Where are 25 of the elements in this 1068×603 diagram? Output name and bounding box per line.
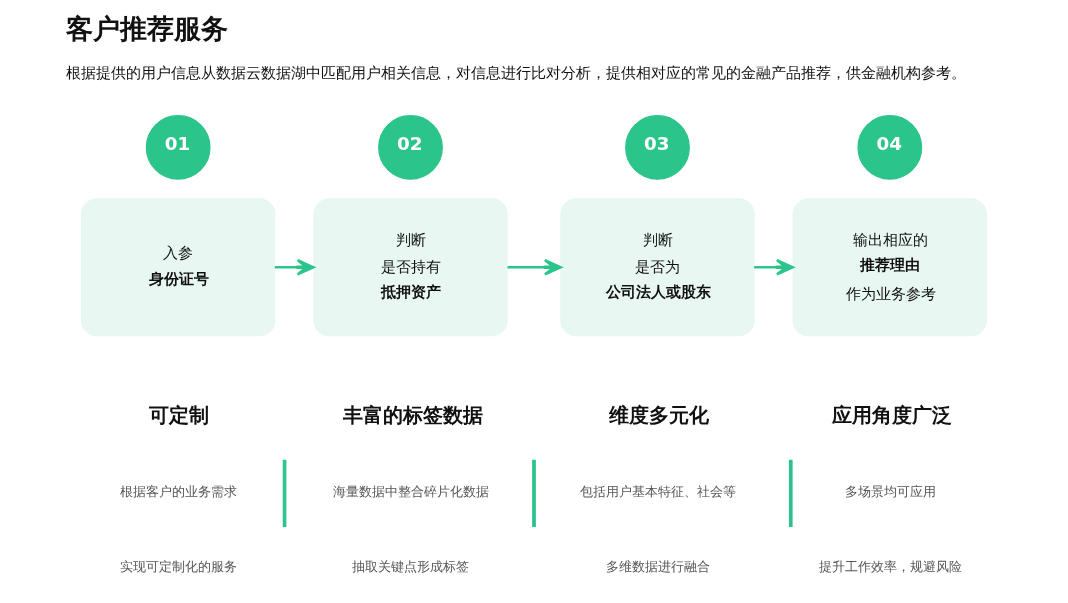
label: 提升工作效率，规避风险: [818, 559, 962, 574]
label: 丰富的标签数据: [342, 404, 483, 428]
label: 多维数据进行融合: [605, 559, 710, 574]
node-box: 判断 是否为 公司法人或股东: [560, 198, 755, 337]
label: 应用角度广泛: [831, 404, 952, 428]
diagram-title: 客户推荐服务: [65, 13, 228, 45]
node-circle: 03: [625, 115, 690, 180]
arrow: [754, 258, 795, 276]
label: 可定制: [148, 404, 209, 428]
node-box: 判断 是否持有 抵押资产: [313, 198, 508, 337]
node-circle: 02: [378, 115, 443, 180]
label: 包括用户基本特征、社会等: [579, 484, 736, 500]
label: 多场景均可应用: [844, 484, 936, 500]
label: 实现可定制化的服务: [120, 559, 238, 574]
label: 根据客户的业务需求: [120, 484, 238, 500]
label: 抽取关键点形成标签: [352, 559, 470, 574]
arrow: [274, 258, 315, 276]
node-circle: 04: [857, 115, 923, 180]
arrow: [507, 258, 563, 276]
label: 根据提供的用户信息从数据云数据湖中匹配用户相关信息，对信息进行比对分析，提供相对应的常见的金融产品推荐，供金融机构参考。: [65, 63, 966, 82]
node-box: 入参 身份证号: [80, 198, 276, 337]
node-box: 输出相应的 推荐理由 作为业务参考: [792, 198, 988, 337]
label: 维度多元化: [609, 404, 710, 428]
label: 海量数据中整合碎片化数据: [332, 484, 489, 500]
node-circle: 01: [145, 115, 211, 180]
